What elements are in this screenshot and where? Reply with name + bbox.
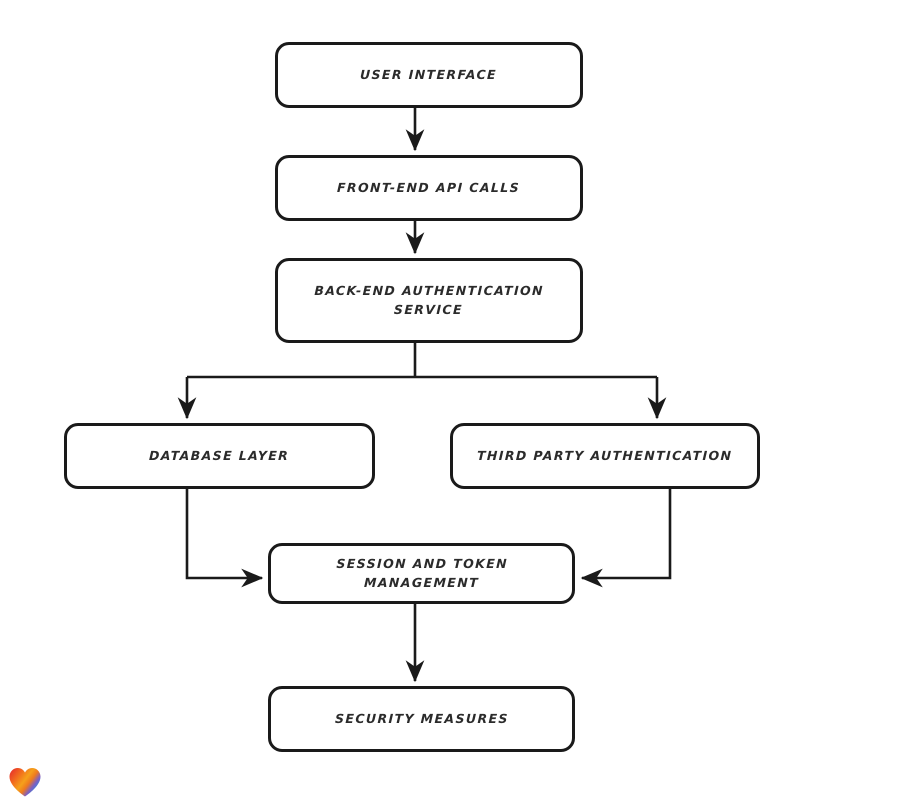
edge-backend-auth-split-bus — [187, 343, 657, 379]
node-backend-authentication-service-label: Back-End Authentication Service — [314, 283, 545, 318]
node-third-party-authentication[interactable]: Third Party Authentication — [450, 423, 760, 489]
edge-database-layer-to-session-token — [185, 489, 264, 588]
edge-third-party-auth-to-session-token — [580, 489, 672, 588]
node-third-party-authentication-label: Third Party Authentication — [477, 448, 733, 464]
node-backend-authentication-service[interactable]: Back-End Authentication Service — [275, 258, 583, 343]
node-user-interface-label: User Interface — [360, 67, 498, 83]
node-user-interface[interactable]: User Interface — [275, 42, 583, 108]
node-session-and-token-management-label: Session and Token Management — [335, 556, 508, 591]
node-security-measures-label: Security Measures — [334, 711, 509, 727]
node-frontend-api-calls[interactable]: Front-End API Calls — [275, 155, 583, 221]
node-database-layer[interactable]: Database Layer — [64, 423, 375, 489]
node-session-and-token-management[interactable]: Session and Token Management — [268, 543, 575, 604]
node-database-layer-label: Database Layer — [149, 448, 290, 464]
heart-icon — [9, 768, 41, 797]
node-frontend-api-calls-label: Front-End API Calls — [337, 180, 521, 196]
node-security-measures[interactable]: Security Measures — [268, 686, 575, 752]
